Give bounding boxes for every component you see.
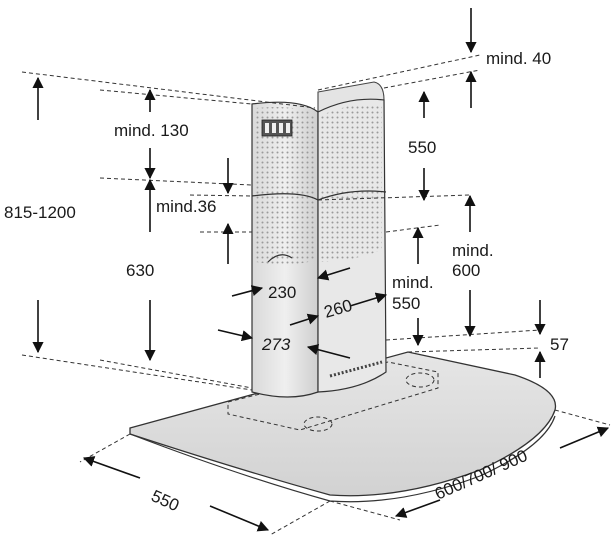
- label-min-600-line2: 600: [452, 261, 480, 280]
- label-550-vertical: 550: [408, 138, 436, 157]
- glass-canopy: [129, 351, 557, 503]
- label-273: 273: [261, 335, 291, 354]
- label-630: 630: [126, 261, 154, 280]
- chimney: [251, 81, 387, 398]
- label-min-550-line1: mind.: [392, 273, 434, 292]
- label-min-550-line2: 550: [392, 294, 420, 313]
- label-min-130: mind. 130: [114, 121, 189, 140]
- label-min-36: mind.36: [156, 197, 216, 216]
- label-min-40: mind. 40: [486, 49, 551, 68]
- label-min-600-line1: mind.: [452, 241, 494, 260]
- label-230: 230: [268, 283, 296, 302]
- dimension-arrows: [32, 8, 610, 532]
- label-57: 57: [550, 335, 569, 354]
- label-550-bottom: 550: [148, 486, 182, 515]
- label-815-1200: 815-1200: [4, 203, 76, 222]
